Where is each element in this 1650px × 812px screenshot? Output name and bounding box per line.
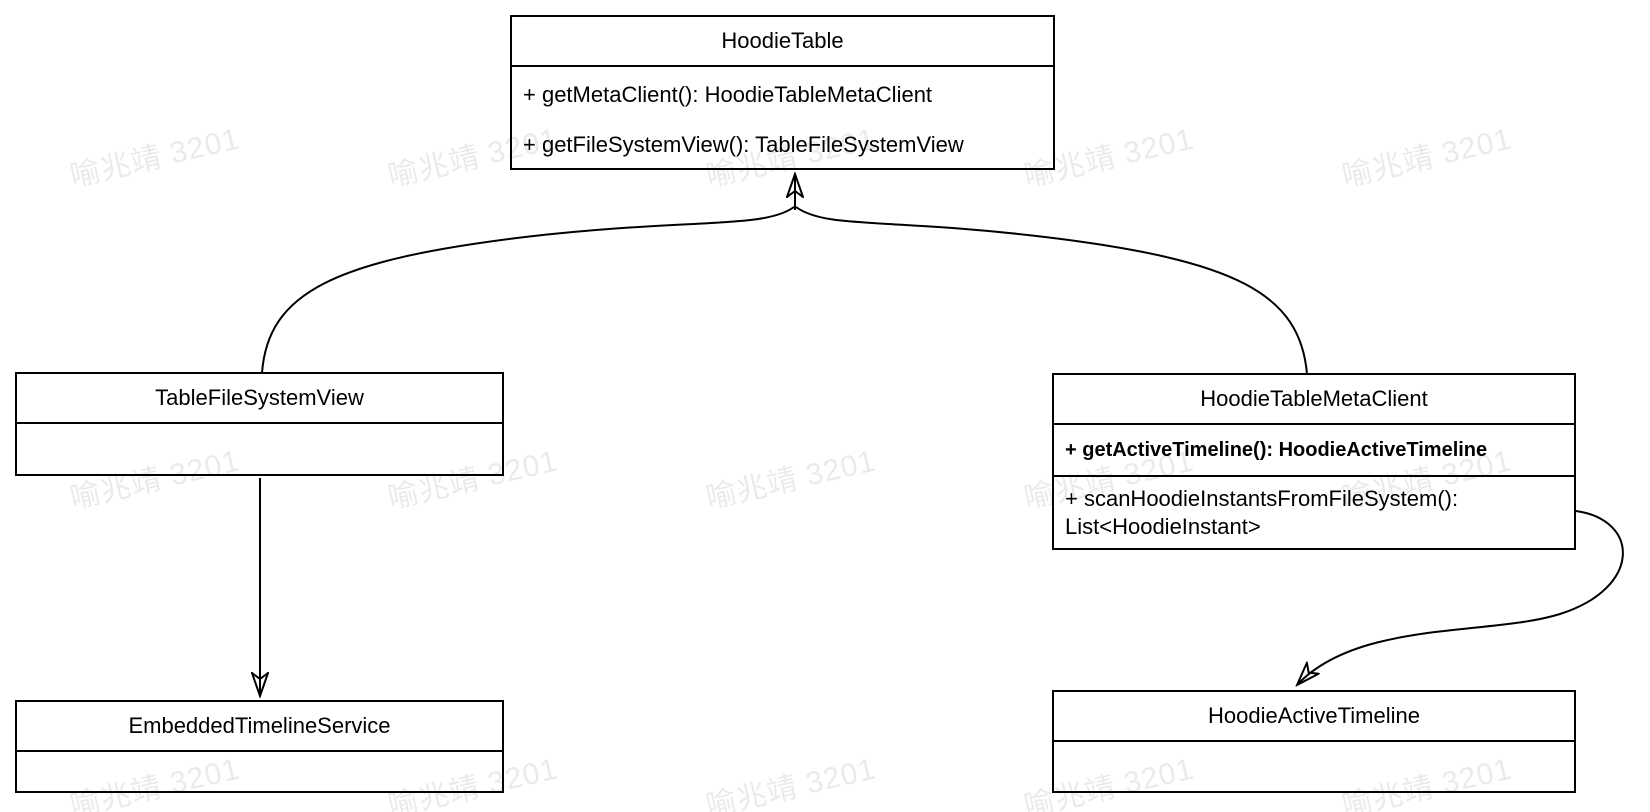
method-getfilesystemview: + getFileSystemView(): TableFileSystemVi…: [523, 132, 964, 157]
class-title-hoodietablemetaclient: HoodieTableMetaClient: [1054, 375, 1574, 425]
edge-metaclient-to-hoodietable: [795, 206, 1308, 375]
class-hoodieactivetimeline: HoodieActiveTimeline: [1052, 690, 1576, 793]
method-scanhoodieinstantsfromfilesystem: + scanHoodieInstantsFromFileSystem(): Li…: [1054, 475, 1574, 541]
class-methods-hoodietable: + getMetaClient(): HoodieTableMetaClient…: [512, 67, 1053, 170]
class-embeddedtimelineservice: EmbeddedTimelineService: [15, 700, 504, 793]
class-tablefilesystemview: TableFileSystemView: [15, 372, 504, 476]
edge-metaclient-to-hoodieactivetimeline: [1297, 510, 1624, 685]
class-title-embeddedtimelineservice: EmbeddedTimelineService: [17, 702, 502, 752]
class-hoodietablemetaclient: HoodieTableMetaClient + getActiveTimelin…: [1052, 373, 1576, 550]
class-title-tablefilesystemview: TableFileSystemView: [17, 374, 502, 424]
method-getmetaclient: + getMetaClient(): HoodieTableMetaClient: [523, 82, 933, 107]
class-title-hoodieactivetimeline: HoodieActiveTimeline: [1054, 692, 1574, 742]
method-getactivetimeline: + getActiveTimeline(): HoodieActiveTimel…: [1065, 439, 1488, 461]
edge-tablefilesystemview-to-hoodietable: [261, 206, 795, 374]
class-title-hoodietable: HoodieTable: [512, 17, 1053, 67]
class-hoodietable: HoodieTable + getMetaClient(): HoodieTab…: [510, 15, 1055, 170]
